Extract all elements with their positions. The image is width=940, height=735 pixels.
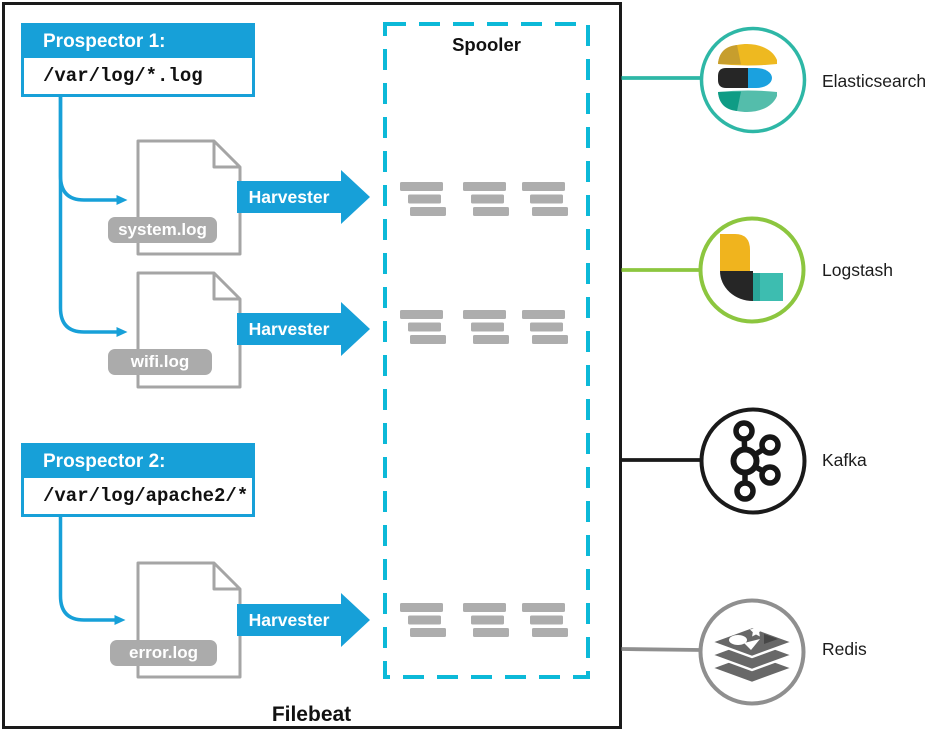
event-lines-bar xyxy=(522,310,565,319)
filebeat-box-border xyxy=(2,2,622,729)
harvester-arrow-3 xyxy=(237,593,370,647)
output-label-logstash: Logstash xyxy=(822,260,894,280)
prospector2-to-error-arrow xyxy=(58,517,126,625)
event-lines-bar xyxy=(400,310,443,319)
filebeat-title: Filebeat xyxy=(271,703,352,726)
output-label-redis: Redis xyxy=(822,639,867,659)
event-lines-bar xyxy=(522,603,565,612)
event-lines-bar xyxy=(473,207,509,216)
event-lines-bar xyxy=(410,335,446,344)
spooler-event-bars xyxy=(400,182,568,637)
event-lines-bar xyxy=(410,207,446,216)
event-lines-bar xyxy=(530,615,563,625)
harvester-label-1: Harvester xyxy=(248,187,330,207)
event-lines-bar xyxy=(471,194,504,204)
event-lines-bar xyxy=(471,615,504,625)
harvester-arrow-2 xyxy=(237,302,370,356)
logstash-logo-icon xyxy=(698,216,806,324)
elasticsearch-logo-icon xyxy=(699,26,807,134)
event-lines-bar xyxy=(530,194,563,204)
event-lines-bar xyxy=(400,603,443,612)
event-lines-bar xyxy=(532,335,568,344)
prospector-1-title: Prospector 1: xyxy=(24,26,252,58)
prospector-1-box: Prospector 1: /var/log/*.log xyxy=(21,23,255,97)
event-lines-bar xyxy=(473,628,509,637)
redis-logo-icon xyxy=(698,598,806,706)
event-lines-bar xyxy=(408,322,441,332)
event-lines-bar xyxy=(471,322,504,332)
event-lines-bar xyxy=(473,335,509,344)
event-lines-bar xyxy=(463,310,506,319)
file-badge-error-log: error.log xyxy=(110,640,217,666)
output-label-kafka: Kafka xyxy=(822,450,867,470)
harvester-arrow-1 xyxy=(237,170,370,224)
event-lines-bar xyxy=(463,603,506,612)
event-lines-bar xyxy=(532,628,568,637)
prospector-2-path: /var/log/apache2/* xyxy=(24,478,252,514)
event-lines-bar xyxy=(408,615,441,625)
file-badge-wifi-log: wifi.log xyxy=(108,349,212,375)
prospector-1-path: /var/log/*.log xyxy=(24,58,252,94)
event-lines-bar xyxy=(408,194,441,204)
prospector1-to-system-arrow xyxy=(58,97,128,205)
harvester-label-2: Harvester xyxy=(248,319,330,339)
event-lines-bar xyxy=(400,182,443,191)
event-lines-bar xyxy=(532,207,568,216)
prospector-2-box: Prospector 2: /var/log/apache2/* xyxy=(21,443,255,517)
prospector-2-title: Prospector 2: xyxy=(24,446,252,478)
event-lines-bar xyxy=(463,182,506,191)
connector-redis xyxy=(621,647,702,652)
kafka-logo-icon xyxy=(699,407,807,515)
event-lines-bar xyxy=(530,322,563,332)
event-lines-bar xyxy=(410,628,446,637)
harvester-label-3: Harvester xyxy=(248,610,330,630)
file-badge-system-log: system.log xyxy=(108,217,217,243)
spooler-title: Spooler xyxy=(452,34,521,55)
spooler-dashed-box xyxy=(383,22,590,679)
output-label-elasticsearch: Elasticsearch xyxy=(822,71,927,91)
event-lines-bar xyxy=(522,182,565,191)
prospector1-to-wifi-arrow xyxy=(58,97,128,337)
